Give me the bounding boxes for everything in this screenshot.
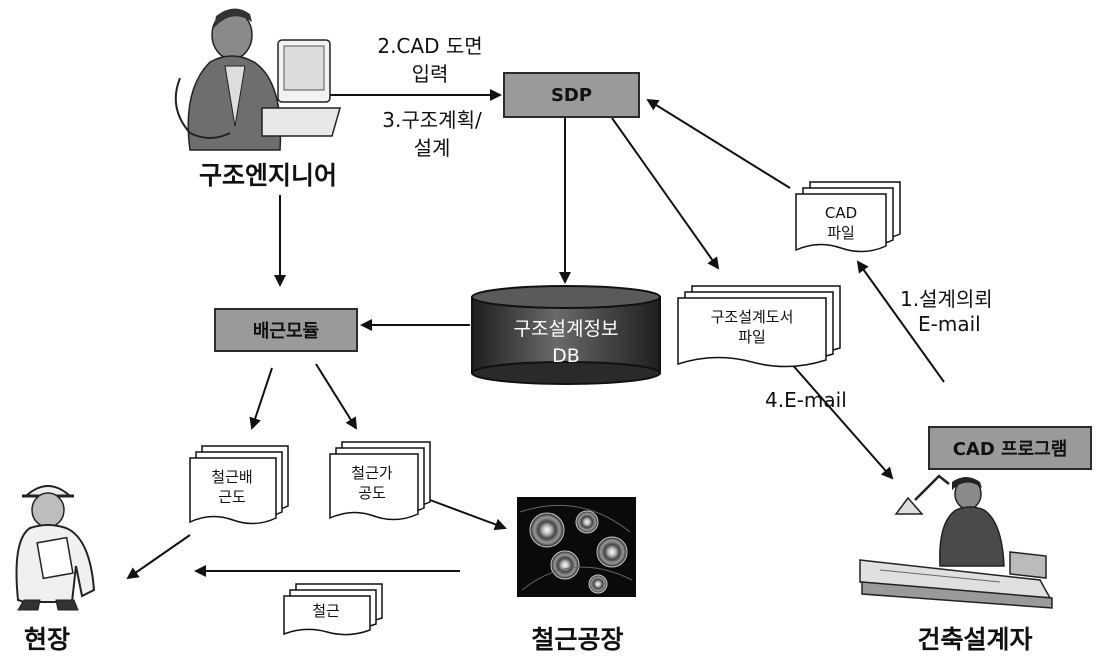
engineer-at-computer-icon: [174, 8, 341, 151]
edge-step3-line1: 3.구조계획/: [382, 108, 482, 132]
cad-file-line1: CAD: [825, 204, 857, 222]
architect-caption: 건축설계자: [917, 625, 1033, 654]
cad-program-box: CAD 프로그램: [928, 426, 1092, 470]
arrow-sdp-to-design-doc: [611, 117, 720, 270]
rebar-layout-line1: 철근배: [211, 468, 252, 486]
rebar-proc-line2: 공도: [358, 484, 386, 502]
rebar-layout-doc: 철근배 근도: [189, 445, 289, 525]
gears-factory-icon: [517, 497, 636, 597]
design-doc: 구조설계도서 파일: [677, 285, 841, 368]
rebar-proc-line1: 철근가: [351, 464, 393, 482]
db-label-line2: DB: [552, 345, 580, 367]
arrow-layout-to-site: [126, 534, 191, 580]
edge-step1-line1: 1.설계의뢰: [900, 287, 993, 311]
edge-step1-line2: E-mail: [918, 312, 981, 336]
engineer-caption: 구조엔지니어: [198, 161, 337, 190]
design-doc-line1: 구조설계도서: [711, 308, 794, 326]
arrow-module-to-layout: [249, 367, 273, 430]
rebar-layout-line2: 근도: [218, 488, 246, 506]
sdp-box: SDP: [503, 72, 640, 118]
arrow-design-doc-to-architect: [789, 361, 894, 480]
cad-file-doc: CAD 파일: [795, 181, 901, 253]
db-label-line1: 구조설계정보: [514, 318, 619, 340]
arrow-architect-to-cad-file: [856, 260, 945, 383]
arrow-module-to-proc: [315, 363, 358, 430]
arrow-cad-file-to-sdp: [646, 98, 791, 189]
arrows: [126, 89, 945, 580]
cad-file-line2: 파일: [827, 224, 855, 242]
edge-step2-line2: 입력: [411, 62, 449, 86]
edge-step3-line2: 설계: [413, 136, 451, 160]
rebar-label: 철근: [312, 602, 340, 620]
architect-at-desk-icon: [859, 474, 1053, 609]
design-doc-line2: 파일: [738, 328, 766, 346]
rebar-doc: 철근: [283, 583, 383, 636]
edge-step2-line1: 2.CAD 도면: [377, 34, 483, 58]
arrow-proc-to-factory: [429, 499, 507, 531]
rebar-proc-doc: 철근가 공도: [329, 441, 431, 521]
site-caption: 현장: [23, 625, 70, 654]
construction-worker-icon: [15, 485, 96, 611]
factory-caption: 철근공장: [531, 625, 624, 654]
db-cylinder: 구조설계정보 DB: [471, 285, 661, 385]
edge-step4: 4.E-mail: [765, 388, 847, 412]
rebar-module-box: 배근모듈: [214, 308, 358, 352]
